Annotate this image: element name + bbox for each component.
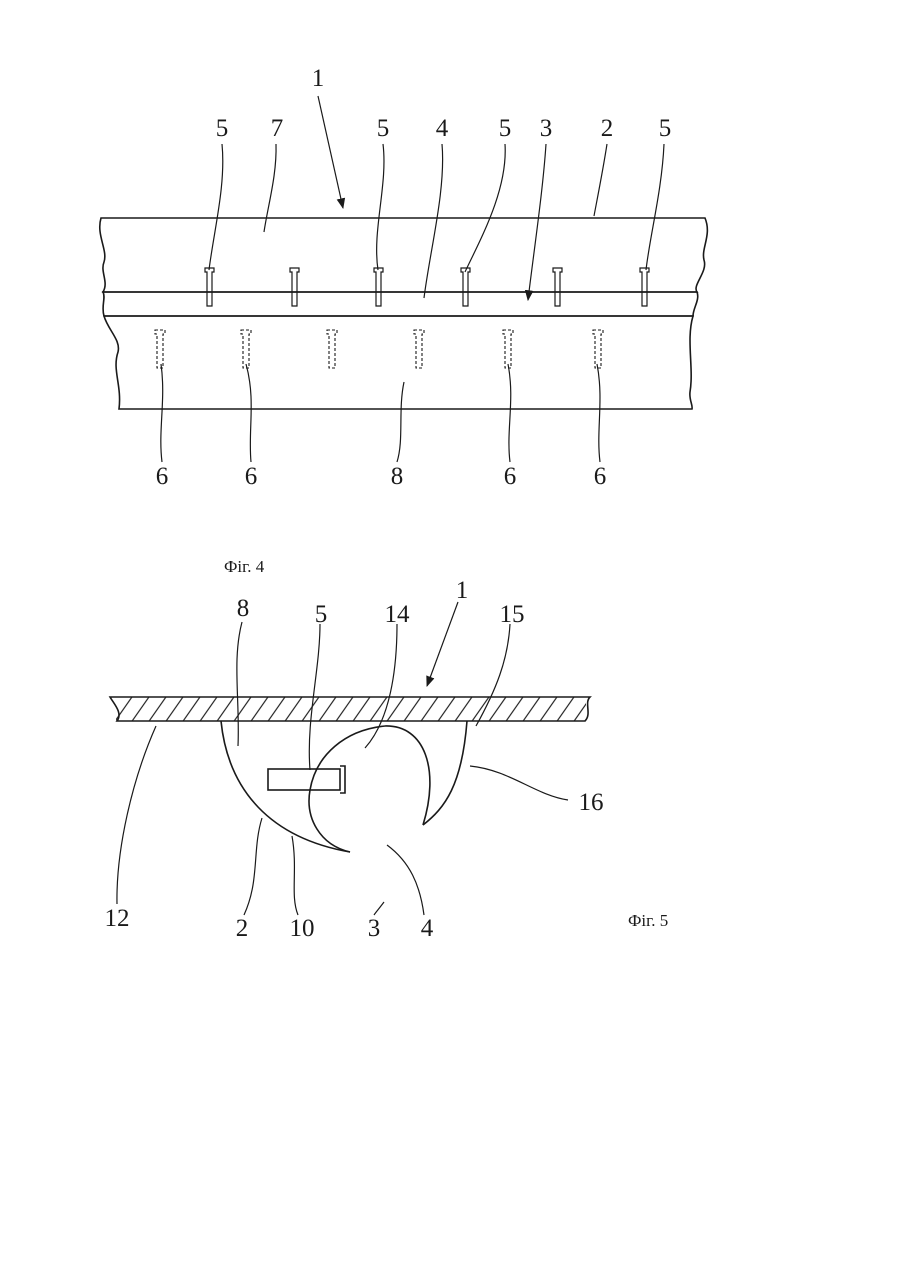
fig5-label-14: 14 [385, 601, 411, 628]
fig5-caption: Фіг. 5 [628, 911, 668, 930]
outer-hook-2 [221, 721, 350, 852]
fig5-label-4: 4 [421, 915, 434, 942]
fig4-label-6: 6 [594, 463, 607, 490]
fig5-label-5: 5 [315, 601, 328, 628]
figure-4: 1 5 7 5 4 5 3 2 5 6 6 8 6 6 Фіг. 4 [100, 65, 708, 576]
hidden-fasteners-6 [155, 330, 603, 368]
fig4-label-6: 6 [504, 463, 517, 490]
fig4-caption: Фіг. 4 [224, 557, 265, 576]
pin-5 [268, 766, 345, 793]
fig5-label-1: 1 [456, 577, 469, 604]
fig4-label-8: 8 [391, 463, 404, 490]
middle-band-outline [103, 292, 698, 316]
fig5-label-12: 12 [105, 905, 130, 932]
fig5-label-10: 10 [290, 915, 315, 942]
fig4-label-3: 3 [540, 115, 553, 142]
fig5-label-2: 2 [236, 915, 249, 942]
fig4-label-7: 7 [271, 115, 284, 142]
fig4-label-5: 5 [659, 115, 672, 142]
fig5-leader-lines [117, 602, 568, 915]
hatched-wall [116, 697, 586, 721]
fig4-label-5: 5 [499, 115, 512, 142]
fig4-label-5: 5 [377, 115, 390, 142]
fig5-label-8: 8 [237, 595, 250, 622]
lower-strip-outline [104, 316, 693, 409]
fig4-label-1: 1 [312, 65, 325, 92]
fig4-label-2: 2 [601, 115, 614, 142]
fig5-label-15: 15 [500, 601, 525, 628]
loop-14 [385, 726, 430, 825]
fig4-label-6: 6 [245, 463, 258, 490]
fig5-label-16: 16 [579, 789, 604, 816]
fig4-leader-lines [161, 96, 664, 462]
figure-5: 8 5 14 1 15 16 12 2 10 3 4 Фіг. 5 [105, 577, 669, 942]
fig4-label-4: 4 [436, 115, 449, 142]
inner-hook-10 [309, 726, 385, 852]
fig4-label-6: 6 [156, 463, 169, 490]
fig4-label-5: 5 [216, 115, 229, 142]
upper-strip-outline [100, 218, 708, 292]
fasteners-5 [205, 268, 649, 306]
fig5-label-3: 3 [368, 915, 381, 942]
